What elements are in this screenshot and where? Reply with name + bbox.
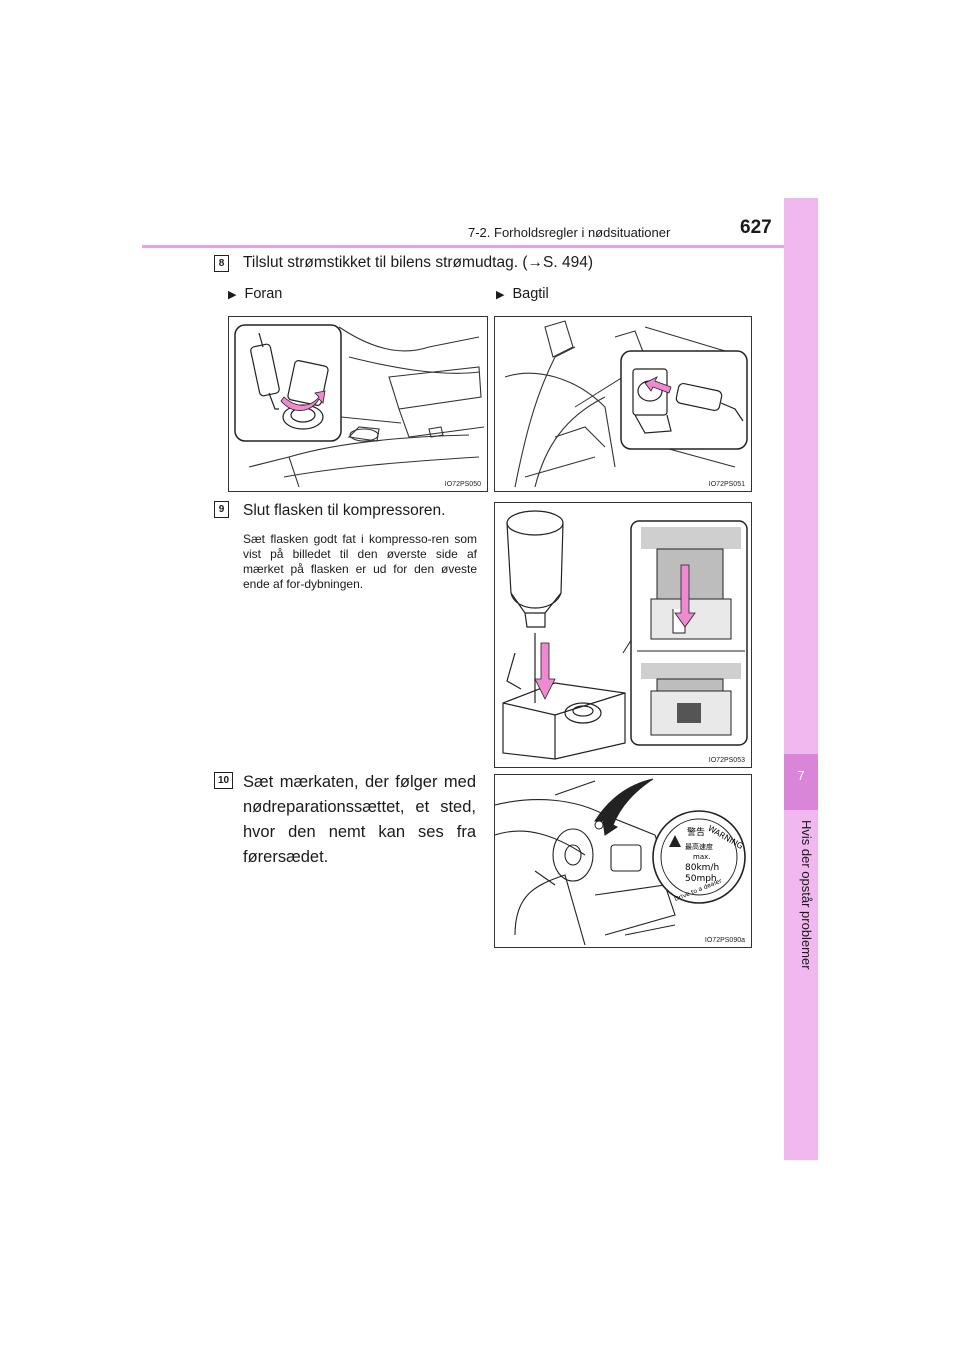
- figure-code: IO72PS050: [442, 481, 483, 488]
- step-9-marker: 9: [214, 501, 229, 518]
- page-number: 627: [740, 217, 772, 238]
- label-speed-mph: 50mph: [685, 874, 717, 884]
- step-8-marker: 8: [214, 255, 229, 272]
- front-heading: ▶ Foran: [228, 286, 282, 302]
- step-10-marker: 10: [214, 772, 233, 789]
- step-8-text: Tilslut strømstikket til bilens strømudt…: [243, 254, 593, 271]
- front-label: Foran: [244, 286, 283, 302]
- label-max: max.: [693, 853, 710, 861]
- step-9-body: Sæt flasken godt fat i kompresso-ren som…: [243, 532, 477, 591]
- rear-heading: ▶ Bagtil: [496, 286, 549, 302]
- label-warning-jp: 警告: [687, 826, 705, 838]
- figure-code: IO72PS051: [706, 481, 747, 488]
- label-speed-jp: 最高速度: [685, 842, 713, 851]
- figure-code: IO72PS090a: [702, 937, 747, 944]
- chapter-number: 7: [797, 768, 805, 783]
- figure-warning-label: 警告 WARNING 最高速度 max. 80km/h 50mph Drive …: [494, 774, 752, 948]
- triangle-right-icon: ▶: [228, 289, 237, 301]
- rear-label: Bagtil: [512, 286, 549, 302]
- chapter-tab-active: [784, 754, 818, 810]
- figure-front-outlet: IO72PS050: [228, 316, 488, 492]
- chapter-title: Hvis der opstår problemer: [799, 820, 814, 970]
- label-speed-kmh: 80km/h: [685, 863, 719, 873]
- figure-rear-outlet: IO72PS051: [494, 316, 752, 492]
- section-title: 7-2. Forholdsregler i nødsituationer: [468, 225, 671, 240]
- figure-bottle-compressor: IO72PS053: [494, 502, 752, 768]
- figure-code: IO72PS053: [706, 757, 747, 764]
- step-9-title: Slut flasken til kompressoren.: [243, 502, 446, 519]
- step-10-text: Sæt mærkaten, der følger med nødreparati…: [243, 773, 476, 866]
- triangle-right-icon: ▶: [496, 289, 505, 301]
- chapter-side-tab: [784, 198, 818, 1160]
- header-rule: [142, 245, 818, 248]
